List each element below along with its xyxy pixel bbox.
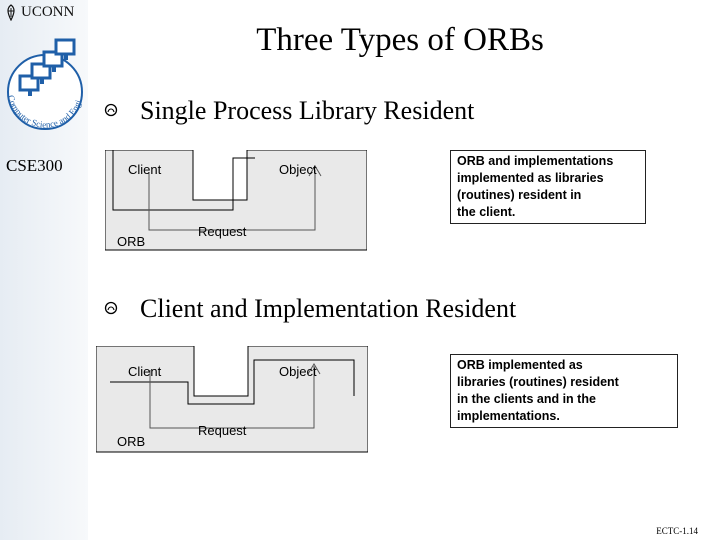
object-label: Object	[279, 162, 317, 177]
note-line: implementations.	[457, 409, 560, 423]
slide-title: Three Types of ORBs	[256, 22, 544, 58]
orb-shape	[96, 346, 368, 453]
note-box-2: ORB implemented as libraries (routines) …	[450, 354, 678, 428]
note-line: the client.	[457, 205, 516, 219]
university-brand: UCONN	[4, 4, 74, 21]
section-heading-2: Client and Implementation Resident	[104, 294, 516, 324]
sidebar: UCONN Computer Science and Engineering C…	[0, 0, 88, 540]
client-label: Client	[128, 162, 162, 177]
course-code: CSE300	[6, 156, 63, 175]
bullet-icon	[104, 103, 118, 117]
note-line: (routines) resident in	[457, 188, 582, 202]
slide-footer: ECTC-1.14	[656, 526, 698, 536]
bullet-icon	[104, 301, 118, 315]
university-name: UCONN	[21, 4, 75, 20]
request-arrow-icon	[307, 363, 321, 375]
orb-diagram-2	[96, 346, 368, 453]
orb-shape	[105, 150, 367, 251]
note-box-1: ORB and implementations implemented as l…	[450, 150, 646, 224]
object-label: Object	[279, 364, 317, 379]
client-label: Client	[128, 364, 162, 379]
note-line: implemented as libraries	[457, 171, 604, 185]
orb-diagram-1	[105, 150, 367, 251]
request-path	[148, 170, 316, 231]
note-line: libraries (routines) resident	[457, 375, 619, 389]
orb-label: ORB	[117, 434, 146, 449]
section-heading-1: Single Process Library Resident	[104, 96, 474, 126]
section-heading-text: Client and Implementation Resident	[140, 294, 517, 323]
university-seal-icon	[7, 4, 15, 21]
note-line: ORB and implementations	[457, 154, 614, 168]
section-heading-text: Single Process Library Resident	[140, 96, 475, 125]
note-line: in the clients and in the	[457, 392, 596, 406]
note-line: ORB implemented as	[457, 358, 583, 372]
orb-label: ORB	[117, 234, 146, 249]
department-logo-icon: Computer Science and Engineering	[2, 30, 84, 130]
request-label: Request	[198, 224, 247, 239]
request-label: Request	[198, 423, 247, 438]
request-path	[149, 366, 315, 429]
request-arrow-icon	[308, 165, 322, 177]
